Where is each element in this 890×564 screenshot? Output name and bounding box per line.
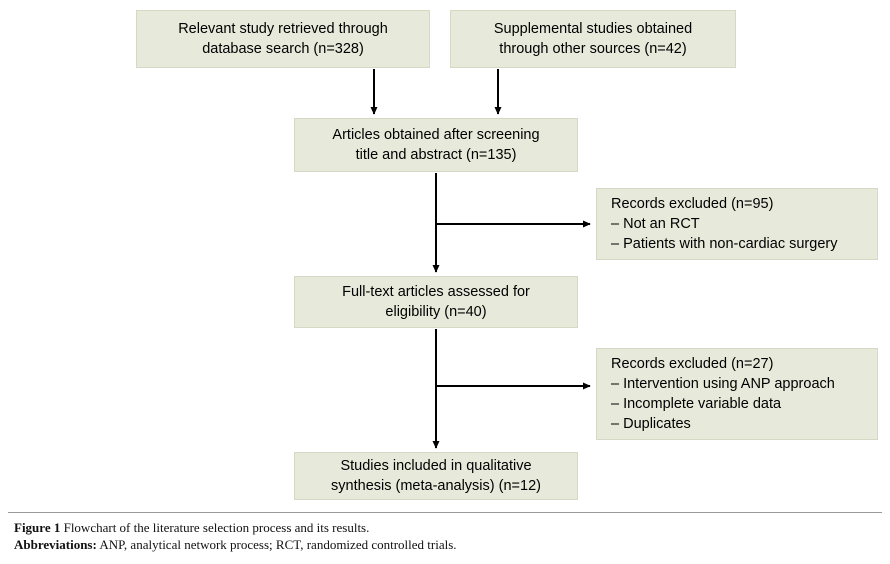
caption-divider [8,512,882,513]
caption-title-line: Figure 1 Flowchart of the literature sel… [14,519,714,536]
node-fulltext-assessed-line2: eligibility (n=40) [385,304,487,320]
node-records-excluded-second: Records excluded (n=27) – Intervention u… [596,348,878,440]
node-articles-screened: Articles obtained after screening title … [294,118,578,172]
node-records-excluded-second-line3: – Incomplete variable data [611,396,782,412]
node-studies-included-line1: Studies included in qualitative [340,458,532,474]
caption-figure-label: Figure 1 [14,520,61,535]
node-supplemental-studies-line1: Supplemental studies obtained [493,21,693,37]
node-database-search-line2: database search (n=328) [202,41,364,57]
caption-abbreviations-label: Abbreviations: [14,537,97,552]
node-records-excluded-first-line2: – Not an RCT [611,216,700,232]
node-database-search-line1: Relevant study retrieved through [178,21,388,37]
node-supplemental-studies: Supplemental studies obtained through ot… [450,10,736,68]
node-fulltext-assessed-line1: Full-text articles assessed for [342,284,530,300]
node-articles-screened-line1: Articles obtained after screening [332,127,540,143]
figure-caption: Figure 1 Flowchart of the literature sel… [14,519,714,553]
node-database-search: Relevant study retrieved through databas… [136,10,430,68]
node-studies-included-line2: synthesis (meta-analysis) (n=12) [331,478,541,494]
node-supplemental-studies-line2: through other sources (n=42) [499,41,687,57]
node-records-excluded-first-line1: Records excluded (n=95) [611,196,774,212]
node-records-excluded-first: Records excluded (n=95) – Not an RCT – P… [596,188,878,260]
node-studies-included: Studies included in qualitative synthesi… [294,452,578,500]
caption-abbreviations-text: ANP, analytical network process; RCT, ra… [96,537,457,552]
node-records-excluded-second-line2: – Intervention using ANP approach [611,376,835,392]
node-records-excluded-second-line4: – Duplicates [611,416,691,432]
node-records-excluded-second-line1: Records excluded (n=27) [611,356,774,372]
node-fulltext-assessed: Full-text articles assessed for eligibil… [294,276,578,328]
caption-abbreviations-line: Abbreviations: ANP, analytical network p… [14,536,714,553]
node-articles-screened-line2: title and abstract (n=135) [355,147,517,163]
node-records-excluded-first-line3: – Patients with non-cardiac surgery [611,236,838,252]
caption-figure-text: Flowchart of the literature selection pr… [60,520,370,535]
